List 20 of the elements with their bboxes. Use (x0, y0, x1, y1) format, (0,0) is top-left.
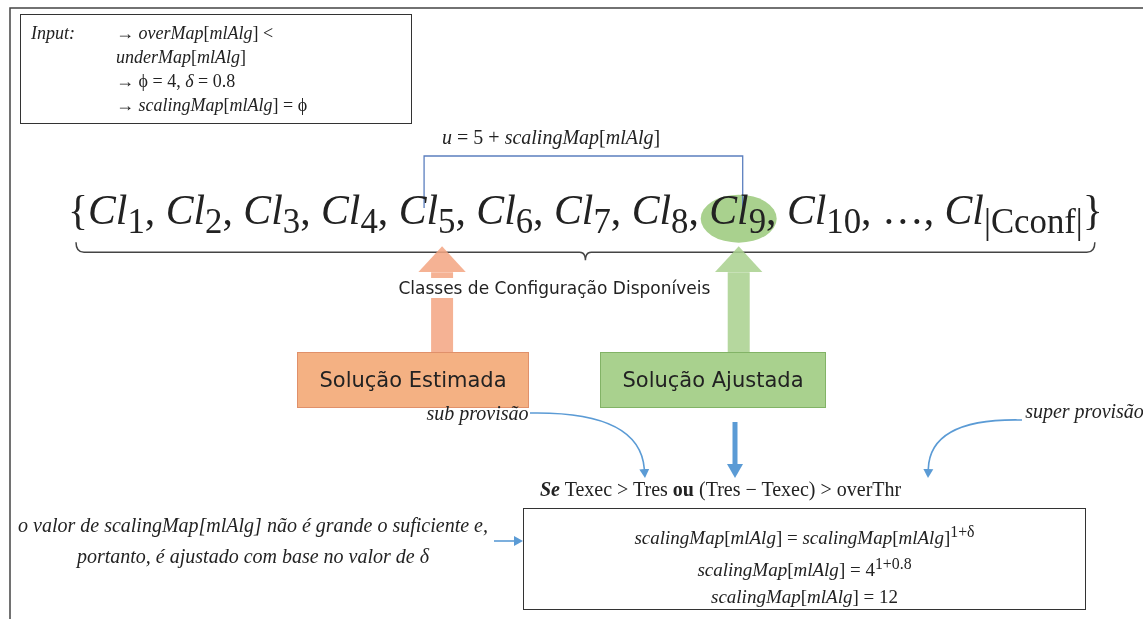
input-box (20, 14, 412, 124)
arrow (923, 419, 1023, 478)
note-text: o valor de scalingMap[mlAlg] não é grande o suficiente e, portanto, é ajustado com base no valor de δ (18, 510, 488, 572)
block-arrow (418, 246, 467, 352)
arrow (493, 536, 523, 546)
set-formula: {Cl$_{1}$, Cl$_{2}$, Cl$_{3}$, Cl$_{4}$, Cl$_{5}$, Cl$_{6}$, Cl$_{7}$, Cl$_{8}$, Cl$_{9}$, Cl$_{10}$, …, Cl$_{|Cconf|}$} (68, 186, 1103, 243)
formula-line: → ϕ = 4, δ = 0.8 (116, 70, 237, 93)
formula-label: u = 5 + scalingMap[mlAlg] (442, 126, 661, 149)
formula-line: scalingMap[mlAlg] = 4$^{1+0.8}$ (696, 554, 913, 583)
block-arrow (714, 246, 763, 352)
note-text: super provisão (1022, 398, 1143, 424)
input-label: Input: (31, 22, 76, 45)
process-box: Solução Ajustada (600, 352, 826, 408)
block-arrow (727, 422, 743, 478)
arrow (529, 412, 650, 478)
formula-line: → scalingMap[mlAlg] = ϕ (116, 94, 309, 117)
result-box (523, 508, 1086, 610)
condition-text: Se Texec > Tres ou (Tres − Texec) > overThr (540, 478, 902, 501)
formula-line: scalingMap[mlAlg] = 12 (710, 584, 899, 609)
formula-line: scalingMap[mlAlg] = scalingMap[mlAlg]$^{1+δ}$ (633, 522, 976, 551)
